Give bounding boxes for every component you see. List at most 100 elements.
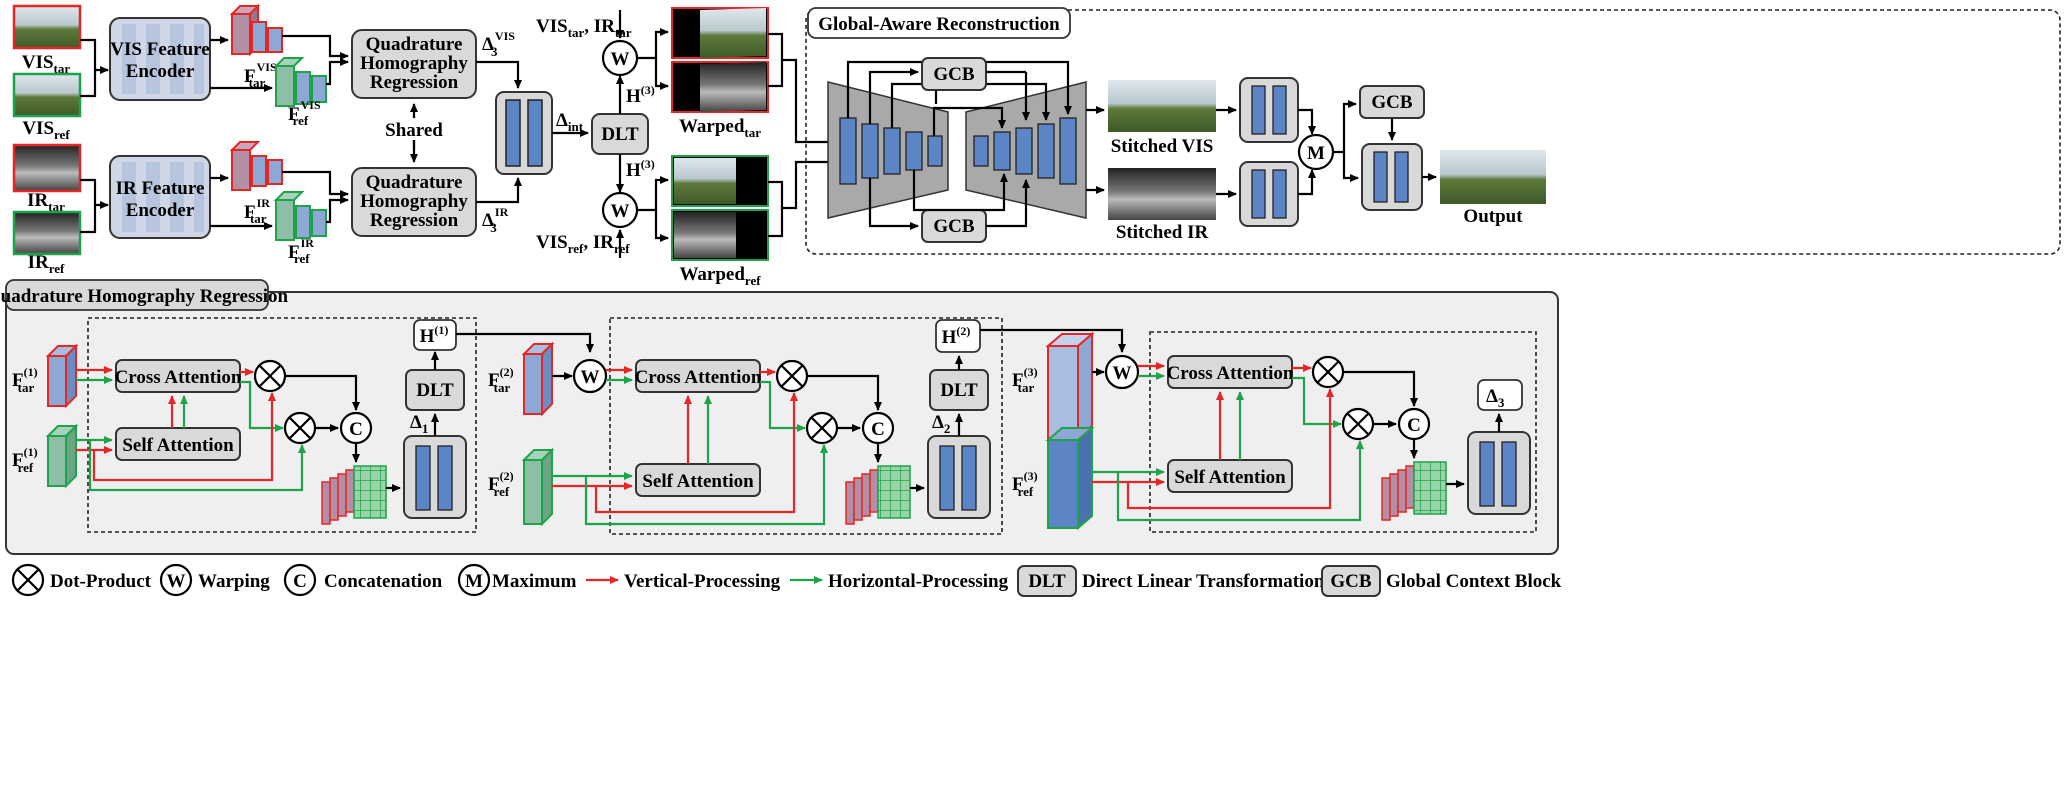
stage1-f-tar-label: F(1)tar	[12, 365, 38, 395]
stitched-ir-label: Stitched IR	[1116, 222, 1209, 243]
vis-feature-encoder: VIS Feature Encoder	[109, 17, 211, 101]
h3-down-label: H(3)	[626, 157, 655, 181]
legend-dlt-box-text: DLT	[1028, 571, 1066, 592]
legend-warping: W Warping	[159, 563, 270, 597]
f-ref-vis-cubes	[273, 57, 327, 107]
stage3-delta-label: Δ3	[1486, 386, 1505, 410]
stitched-vis-label: Stitched VIS	[1111, 136, 1214, 157]
stage2-dlt: DLT	[940, 380, 978, 401]
vis-ref-image	[12, 72, 82, 118]
stage1-concat-letter: C	[349, 419, 363, 440]
warped-tar-label: Warpedtar	[679, 116, 761, 140]
stage2-concat-letter: C	[871, 419, 885, 440]
gar-title: Global-Aware Reconstruction	[818, 14, 1060, 35]
ir-tar-image	[12, 143, 82, 193]
gcb-bottom-box: GCB	[921, 209, 987, 243]
legend-gcb: GCB Global Context Block	[1321, 565, 1562, 597]
legend-dot-product-text: Dot-Product	[50, 571, 152, 592]
vis-encoder-line1: VIS Feature	[110, 39, 209, 60]
stitched-vis-image	[1108, 80, 1216, 132]
legend-warping-text: Warping	[198, 571, 270, 592]
qhr-panel-title-tab: Quadrature Homography Regression	[0, 279, 289, 311]
legend-horizontal-processing: Horizontal-Processing	[790, 571, 1009, 592]
legend-vertical-text: Vertical-Processing	[624, 571, 781, 592]
warped-ref-label: Warpedref	[679, 264, 761, 288]
qhr-vis-line3: Regression	[370, 72, 459, 93]
gar-encoder	[827, 81, 949, 219]
gar-title-tab: Global-Aware Reconstruction	[807, 7, 1071, 39]
qhr-vis-box: Quadrature Homography Regression	[351, 29, 477, 99]
stage1-dlt: DLT	[416, 380, 454, 401]
delta-int-label: Δint	[556, 110, 584, 134]
stage3-concat-letter: C	[1407, 415, 1421, 436]
qhr-vis-line2: Homography	[360, 53, 468, 74]
stage2-f-tar-label: F(2)tar	[488, 365, 514, 395]
stage1-self-attention: Self Attention	[122, 435, 234, 456]
legend-m-letter: M	[465, 571, 483, 592]
ir-ref-label: IRref	[28, 252, 65, 276]
f-tar-vis-cubes	[229, 3, 283, 57]
vis-ir-tar-label: VIStar, IRtar	[536, 16, 632, 40]
ir-encoder-line1: IR Feature	[116, 178, 205, 199]
final-block	[1361, 143, 1423, 211]
stage3-cross-attention: Cross Attention	[1167, 363, 1294, 384]
legend: Dot-Product W Warping C Concatenation M …	[11, 563, 1562, 597]
stage1-f-ref-label: F(1)ref	[12, 445, 38, 475]
legend-w-letter: W	[167, 571, 186, 592]
stage2-warp-letter: W	[581, 367, 600, 388]
stage3-self-attention: Self Attention	[1174, 467, 1286, 488]
legend-gcb-box-text: GCB	[1330, 571, 1372, 592]
gcb-final-box: GCB	[1359, 85, 1425, 119]
max-circle: M	[1297, 133, 1335, 171]
stage3-warp-letter: W	[1113, 363, 1132, 384]
gar-region	[805, 9, 2061, 255]
gcb-final-label: GCB	[1371, 92, 1413, 113]
vis-tar-label: VIStar	[22, 52, 71, 76]
max-merge-block	[495, 91, 553, 175]
f-tar-ir-cubes	[229, 141, 283, 191]
warped-ref-images	[671, 155, 769, 261]
gar-decoder	[965, 81, 1087, 219]
stage2-f-ref-label: F(2)ref	[488, 469, 514, 499]
stage2-cross-attention: Cross Attention	[635, 367, 762, 388]
shared-label: Shared	[385, 120, 443, 141]
legend-maximum: M Maximum	[457, 563, 577, 597]
stage3-f-tar-label: F(3)tar	[1012, 365, 1038, 395]
f-ref-ir-cubes	[273, 191, 327, 241]
stage1-cross-attention: Cross Attention	[115, 367, 242, 388]
dlt-top-label: DLT	[601, 124, 639, 145]
output-label: Output	[1463, 206, 1523, 227]
qhr-ir-line2: Homography	[360, 191, 468, 212]
legend-dlt-text: Direct Linear Transformation	[1082, 571, 1325, 592]
stage2-delta-label: Δ2	[932, 412, 950, 436]
refine-ir-block	[1239, 161, 1299, 227]
legend-dot-product: Dot-Product	[11, 563, 152, 597]
output-image	[1440, 150, 1546, 204]
legend-horizontal-text: Horizontal-Processing	[828, 571, 1009, 592]
stage2-h-label: H(2)	[942, 324, 971, 348]
qhr-ir-box: Quadrature Homography Regression	[351, 167, 477, 237]
qhr-panel-title: Quadrature Homography Regression	[0, 286, 289, 307]
vis-encoder-line2: Encoder	[126, 61, 195, 82]
ir-encoder-line2: Encoder	[126, 200, 195, 221]
legend-dlt: DLT Direct Linear Transformation	[1017, 565, 1325, 597]
stage1-delta-label: Δ1	[410, 412, 428, 436]
vis-ref-label: VISref	[22, 118, 70, 142]
stage3-f-ref-label: F(3)ref	[1012, 469, 1038, 499]
vis-ir-ref-label: VISref, IRref	[536, 232, 630, 256]
legend-concatenation-text: Concatenation	[324, 571, 443, 592]
legend-concatenation: C Concatenation	[283, 563, 443, 597]
stage2-self-attention: Self Attention	[642, 471, 754, 492]
stage-2: F(2)tar F(2)ref W Cross Attention Self A…	[488, 317, 1126, 535]
legend-maximum-text: Maximum	[492, 571, 577, 592]
warp-tar-letter: W	[611, 49, 630, 70]
h3-up-label: H(3)	[626, 83, 655, 107]
warp-tar-circle: W	[601, 39, 639, 77]
